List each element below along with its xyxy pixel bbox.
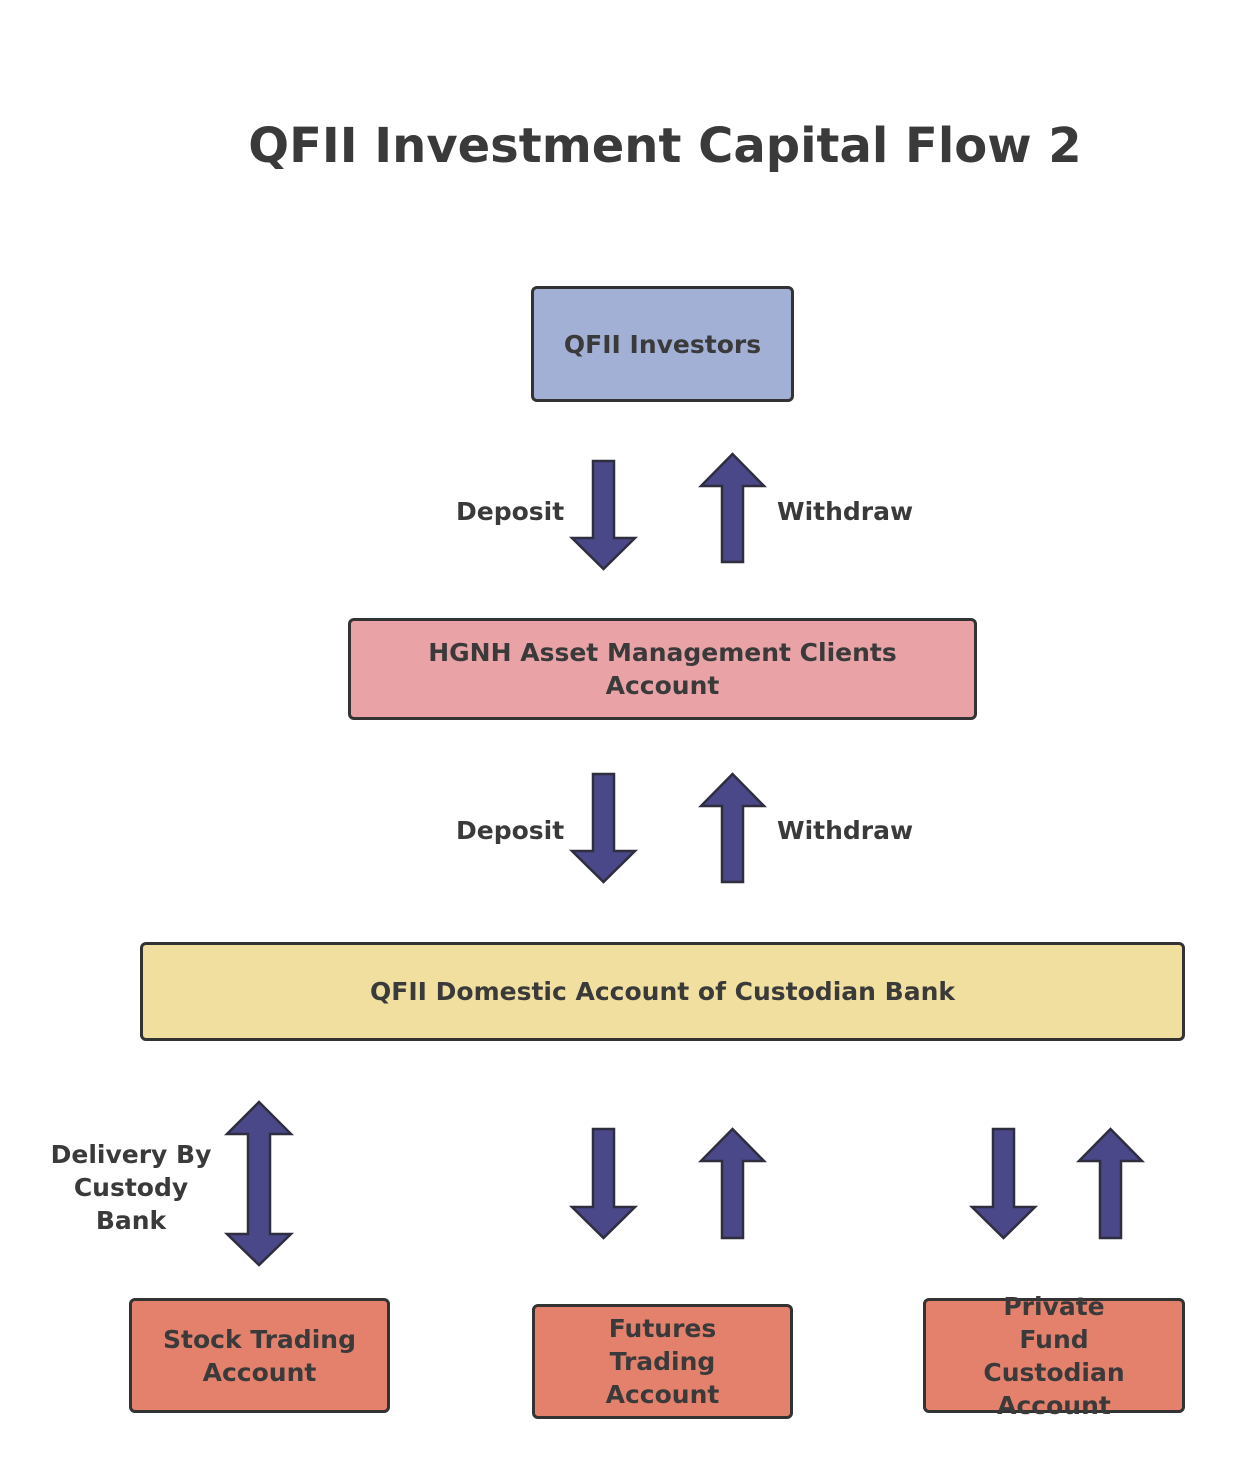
edge-label-deposit-1: Deposit [456,497,565,526]
diagram-title: QFII Investment Capital Flow 2 [248,118,1082,174]
edge-label-deposit-2: Deposit [456,816,565,845]
arrow-up-private-fund [1076,1127,1145,1240]
node-hgnh-clients-account-label: HGNH Asset Management Clients Account [428,638,897,700]
arrow-up-futures [698,1127,767,1240]
node-qfii-investors: QFII Investors [531,286,794,402]
edge-label-delivery: Delivery By Custody Bank [50,1140,212,1235]
edge-label-withdraw-1: Withdraw [777,497,914,526]
arrow-up-withdraw-1 [698,452,767,564]
node-private-fund-custodian-account: Private Fund Custodian Account [923,1292,1185,1420]
arrow-down-deposit-1 [568,459,639,571]
node-qfii-domestic-account-label: QFII Domestic Account of Custodian Bank [370,977,955,1006]
edge-label-withdraw-2: Withdraw [777,816,914,845]
node-qfii-investors-label: QFII Investors [563,329,762,359]
arrow-down-deposit-2 [568,772,639,884]
node-private-fund-custodian-account-label: Private Fund Custodian Account [983,1291,1125,1420]
node-futures-trading-account-label: Futures Trading Account [605,1314,720,1409]
node-stock-trading-account-label: Stock Trading Account [163,1324,356,1387]
arrow-down-private-fund [968,1127,1039,1240]
arrow-double-delivery [223,1100,295,1267]
arrow-up-withdraw-2 [698,772,767,884]
node-stock-trading-account: Stock Trading Account [129,1298,390,1413]
node-hgnh-clients-account: HGNH Asset Management Clients Account [348,618,977,720]
node-futures-trading-account: Futures Trading Account [532,1304,793,1419]
arrow-down-futures [568,1127,639,1240]
node-qfii-domestic-account: QFII Domestic Account of Custodian Bank [140,942,1185,1041]
